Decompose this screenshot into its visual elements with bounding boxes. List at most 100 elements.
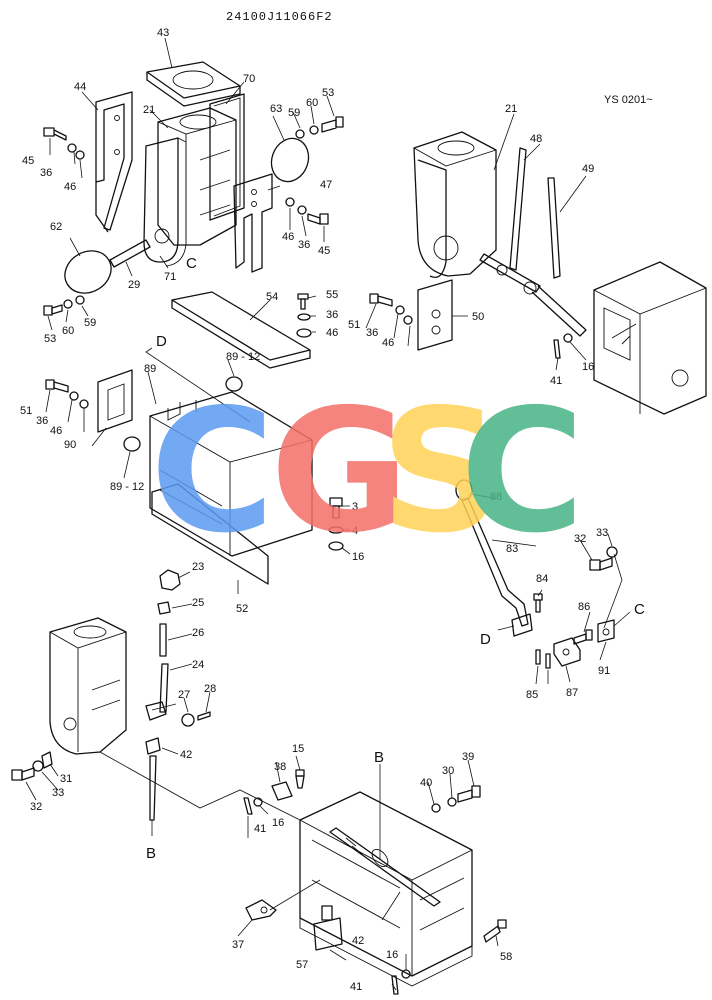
label-38: 38 [274,761,286,773]
part-49-rod [547,177,561,279]
part-54-plate [171,291,311,369]
label-53: 53 [44,333,56,345]
part-33-washer-lower [32,760,44,772]
label-87: 87 [566,687,578,699]
part-46-washer-left-mid [79,399,89,409]
bottom-left-assembly: B 23 25 26 24 27 28 42 31 32 33 [11,561,301,862]
part-40-washer [431,803,441,813]
part-24-rod [159,663,169,713]
part-44-left-bracket [95,91,133,233]
label-3: 3 [352,501,358,513]
part-41-pin [553,339,561,359]
label-91: 91 [598,665,610,677]
label-33: 33 [596,527,608,539]
part-39-bolt [457,785,481,803]
label-36: 36 [40,167,52,179]
label-48: 48 [530,133,542,145]
part-90-bracket [97,369,133,433]
label-46: 46 [326,327,338,339]
part-29-shaft [109,239,151,268]
top-right-assembly: 21 48 49 51 36 46 50 41 16 [348,103,707,415]
ref-letter-b: B [374,749,384,766]
label-58: 58 [500,951,512,963]
part-84-bolt [533,593,543,613]
label-23: 23 [192,561,204,573]
label-49: 49 [582,163,594,175]
part-70-side-plate [209,93,245,221]
label-36: 36 [298,239,310,251]
label-32: 32 [30,801,42,813]
part-16-washer [328,541,344,551]
part-labels-top-left: 43 44 70 21 63 59 60 53 45 36 46 71 47 4… [22,27,338,345]
part-labels-bottom-left: 23 25 26 24 27 28 42 31 32 33 [30,561,216,813]
part-28-pin [197,711,211,721]
part-45-bolt-left [43,127,67,141]
label-52: 52 [236,603,248,615]
label-46: 46 [64,181,76,193]
part-52-plate [151,483,269,585]
part-86-bolt [573,629,593,645]
label-42: 42 [352,935,364,947]
part-59-washer [295,129,305,139]
lever-end-plate [511,613,533,637]
part-38-block [271,781,293,801]
part-89-box [149,391,313,557]
part-91-bracket [597,619,615,643]
label-26: 26 [192,627,204,639]
part-41-pin-lower [243,797,253,815]
label-54: 54 [266,291,278,303]
part-26-rod [159,623,167,657]
part-41-pin-bottom [391,975,399,995]
part-63-disc [270,137,310,183]
ref-letter-b: B [146,845,156,862]
label-41: 41 [550,375,562,387]
part-36-washer-mid [297,205,307,215]
part-53-bolt-lower [43,304,63,316]
label-29: 29 [128,279,140,291]
label-63: 63 [270,103,282,115]
part-51-bolt-left-mid [45,379,69,393]
label-33: 33 [52,787,64,799]
part-60-washer [309,125,319,135]
part-36-washer-right [395,305,405,315]
part-87-block [553,637,581,667]
part-36-washer-left-mid [69,391,79,401]
part-32-bolt-right [589,557,613,571]
label-60: 60 [306,97,318,109]
label-51: 51 [348,319,360,331]
part-60-washer-lower [63,299,73,309]
label-70: 70 [243,73,255,85]
label-40: 40 [420,777,432,789]
middle-left-assembly: D 89 - 12 [20,333,364,615]
label-84: 84 [536,573,548,585]
label-83: 83 [506,543,518,555]
part-30-washer [447,797,457,807]
part-36-washer-55 [297,313,311,321]
label-86: 86 [578,601,590,613]
part-36-washer-left [67,143,77,153]
label-59: 59 [84,317,96,329]
engine-block [593,261,707,415]
label-28: 28 [204,683,216,695]
diagram-code: 24100J11066F2 [226,10,333,24]
part-46-washer-right [403,315,413,325]
label-36: 36 [36,415,48,427]
label-85: 85 [526,689,538,701]
label-16: 16 [386,949,398,961]
label-47: 47 [320,179,332,191]
label-41: 41 [254,823,266,835]
label-55: 55 [326,289,338,301]
ref-letter-c: C [186,255,197,272]
part-32-bolt-lower [11,767,35,781]
label-16: 16 [272,817,284,829]
label-89-12: 89 - 12 [110,481,144,493]
label-37: 37 [232,939,244,951]
part-46-washer-left [75,150,85,160]
part-89-12-bushing-top [225,376,243,392]
part-42-shaft [329,827,441,907]
label-88: 88 [490,491,502,503]
label-32: 32 [574,533,586,545]
part-24-clamp [145,701,177,721]
part-46-washer-mid [285,197,295,207]
